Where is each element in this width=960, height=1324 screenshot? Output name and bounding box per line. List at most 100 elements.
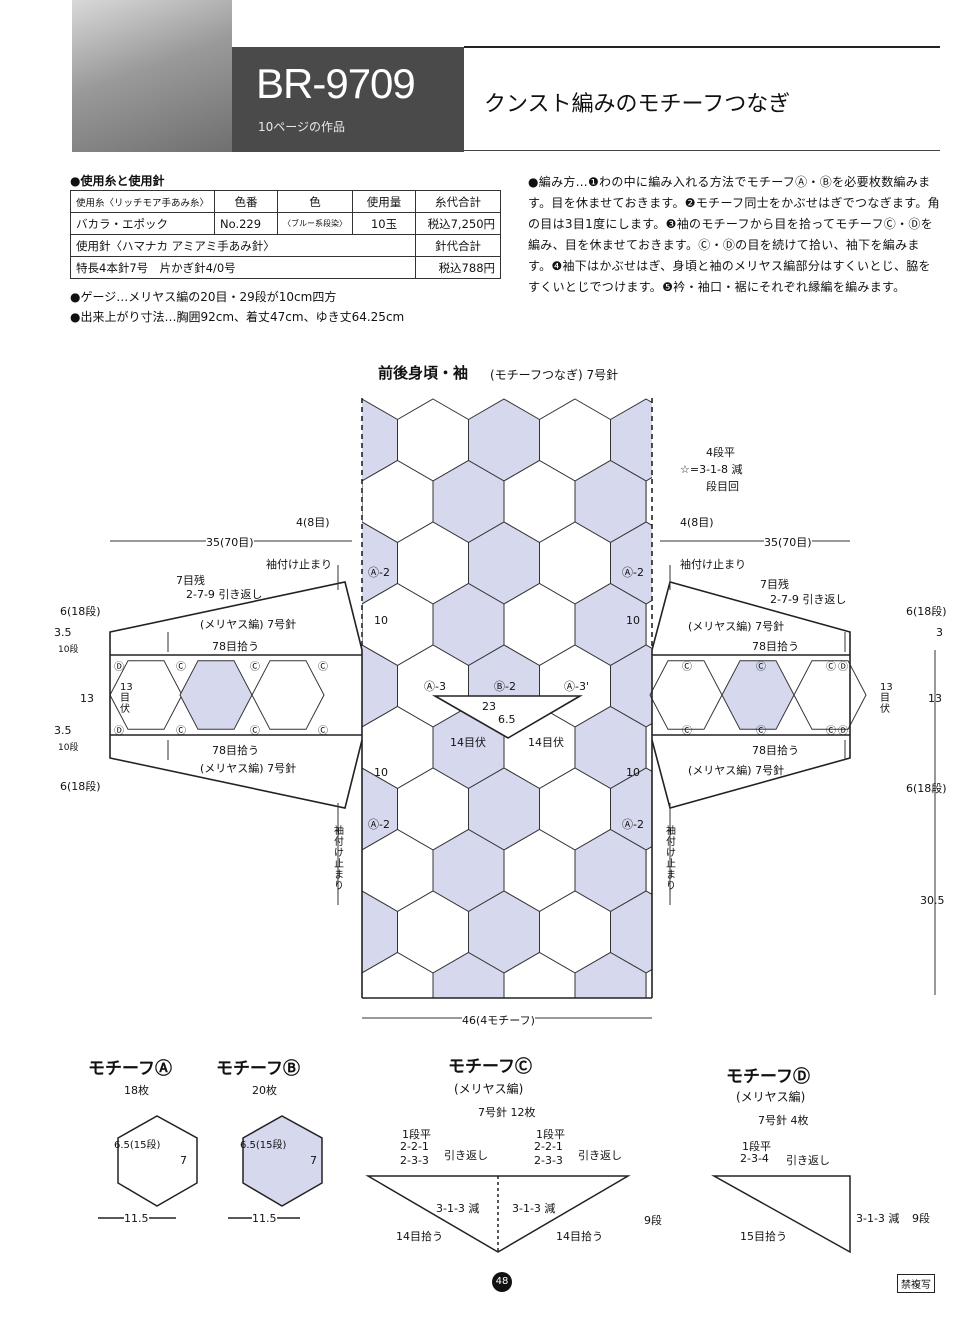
motif-hexagon <box>362 951 363 998</box>
table-row: 使用糸〈リッチモア手あみ糸〉 色番 色 使用量 糸代合計 <box>69 190 502 213</box>
motif-a3-prime: Ⓐ-3' <box>564 680 589 693</box>
marker-c: Ⓒ <box>250 726 260 737</box>
motif-b2: Ⓑ-2 <box>494 680 516 693</box>
pattern-title: クンスト編みのモチーフつなぎ <box>484 92 791 117</box>
label-10-d: 10 <box>626 766 640 779</box>
motif-c-r1-r: 2-2-1 <box>534 1140 563 1153</box>
instructions-text: ●編み方…❶わの中に編み入れる方法でモチーフⒶ・Ⓑを必要枚数編みます。目を休ませ… <box>528 175 940 294</box>
motif-hexagon <box>717 953 788 1035</box>
marker-d: Ⓓ <box>114 662 124 673</box>
gauge-note: ●ゲージ…メリヤス編の20目・29段が10cm四方 <box>70 290 337 304</box>
motif-hexagon <box>256 891 327 973</box>
left-dim-1: 6(18段) <box>60 605 101 618</box>
motif-d-flat: 1段平 <box>742 1140 771 1153</box>
motif-c-flat-l: 1段平 <box>402 1128 431 1141</box>
sleeve-hexagon <box>649 660 723 730</box>
label-10-c: 10 <box>374 766 388 779</box>
left-dim-3: 10段 <box>58 645 79 655</box>
width-left: 35(70目) <box>206 534 254 550</box>
motif-c-dec-r: 3-1-3 減 <box>512 1202 556 1215</box>
motif-a-title: モチーフⒶ <box>88 1059 172 1079</box>
turn-right-2: 2-7-9 引き返し <box>770 593 847 606</box>
table-cell: No.229 <box>214 212 279 235</box>
motif-hexagon <box>645 459 652 544</box>
sleeve-top-left: 4(8目) <box>296 516 330 529</box>
stockinette-right-top: (メリヤス編) 7号針 <box>688 620 785 633</box>
sleeve-stop-vertical-right: 袖付け止まり <box>666 826 676 892</box>
motif-b-width: 11.5 <box>252 1212 277 1225</box>
label-10-a: 10 <box>374 614 388 627</box>
marker-c: Ⓒ <box>682 662 692 673</box>
sleeve-stop-right: 袖付け止まり <box>680 558 746 571</box>
header-band <box>232 47 464 152</box>
sleeve-top-right: 4(8目) <box>680 516 714 529</box>
marker-c: Ⓒ <box>176 726 186 737</box>
motif-a-count: 18枚 <box>124 1084 149 1097</box>
motif-shapes <box>98 1115 851 1254</box>
bind-off-neck-left: 14目伏 <box>450 736 486 749</box>
motif-c-r2-l: 2-3-3 <box>400 1154 429 1167</box>
motif-b-height: 6.5(15段) <box>240 1140 287 1151</box>
motif-hexagon <box>645 582 652 667</box>
motif-d-needle: 7号針 4枚 <box>758 1114 809 1127</box>
motif-a2-bl: Ⓐ-2 <box>368 818 390 831</box>
turn-left-1: 7目残 <box>176 574 205 587</box>
motif-d-title: モチーフⒹ <box>726 1067 810 1087</box>
motif-c-title: モチーフⒸ <box>448 1057 532 1077</box>
right-dim-1: 6(18段) <box>906 605 947 618</box>
motif-d-turn: 引き返し <box>786 1154 830 1167</box>
table-row: 特長4本針7号 片かぎ針4/0号 税込788円 <box>69 256 502 279</box>
motif-hexagon <box>362 459 363 544</box>
bind-off-left: 13目伏 <box>120 682 133 715</box>
dec-note-3: 段目回 <box>706 480 739 493</box>
motif-hexagon <box>645 705 652 790</box>
motif-c-rows: 9段 <box>644 1214 662 1227</box>
sleeve-stop-vertical-left: 袖付け止まり <box>334 826 344 892</box>
motif-a-width: 11.5 <box>124 1212 149 1225</box>
copyright-stamp: 禁複写 <box>897 1274 935 1293</box>
left-dim-5: 3.5 <box>54 724 72 737</box>
width-right: 35(70目) <box>764 534 812 550</box>
motif-d-pick: 15目拾う <box>740 1230 787 1243</box>
marker-c: Ⓒ <box>318 662 328 673</box>
left-dim-4: 13 <box>80 692 94 705</box>
marker-c: Ⓒ <box>826 726 836 737</box>
motif-hexagon <box>717 830 788 912</box>
motif-c-sub: (メリヤス編) <box>454 1082 524 1096</box>
sleeve-hexagon <box>721 660 795 730</box>
dec-note-2: ☆=3-1-8 減 <box>680 463 743 476</box>
motif-hexagon <box>682 891 753 973</box>
marker-c: Ⓒ <box>756 662 766 673</box>
table-cell: バカラ・エポック <box>69 212 216 235</box>
materials-heading: ●使用糸と使用針 <box>70 174 165 188</box>
marker-d: Ⓓ <box>838 662 848 673</box>
table-cell: 税込7,250円 <box>415 212 502 235</box>
marker-c: Ⓒ <box>250 662 260 673</box>
neck-width: 23 <box>482 700 496 713</box>
motif-c-r1-l: 2-2-1 <box>400 1140 429 1153</box>
marker-d: Ⓓ <box>114 726 124 737</box>
label-10-b: 10 <box>626 614 640 627</box>
right-dim-2: 3 <box>936 626 943 639</box>
bottom-width: 46(4モチーフ) <box>462 1012 535 1028</box>
table-cell: 10玉 <box>352 212 417 235</box>
motif-hexagon <box>645 828 652 913</box>
size-note: ●出来上がり寸法…胸囲92cm、着丈47cm、ゆき丈64.25cm <box>70 310 405 324</box>
marker-c: Ⓒ <box>682 726 692 737</box>
left-dim-7: 6(18段) <box>60 780 101 793</box>
pattern-code: BR-9709 <box>256 60 416 107</box>
stockinette-left-bottom: (メリヤス編) 7号針 <box>200 762 297 775</box>
materials-table: 使用糸〈リッチモア手あみ糸〉 色番 色 使用量 糸代合計 バカラ・エポック No… <box>69 190 502 279</box>
motif-c-r2-r: 2-3-3 <box>534 1154 563 1167</box>
marker-c: Ⓒ <box>756 726 766 737</box>
neck-depth: 6.5 <box>498 713 516 726</box>
bind-off-neck-right: 14目伏 <box>528 736 564 749</box>
marker-c: Ⓒ <box>826 662 836 673</box>
sleeve-hexagon <box>179 660 253 730</box>
right-dim-5: 30.5 <box>920 894 945 907</box>
sleeve-hexagon <box>793 660 867 730</box>
table-cell: 特長4本針7号 片かぎ針4/0号 <box>69 256 417 279</box>
pick-right-bottom: 78目拾う <box>752 744 799 757</box>
motif-a3: Ⓐ-3 <box>424 680 446 693</box>
